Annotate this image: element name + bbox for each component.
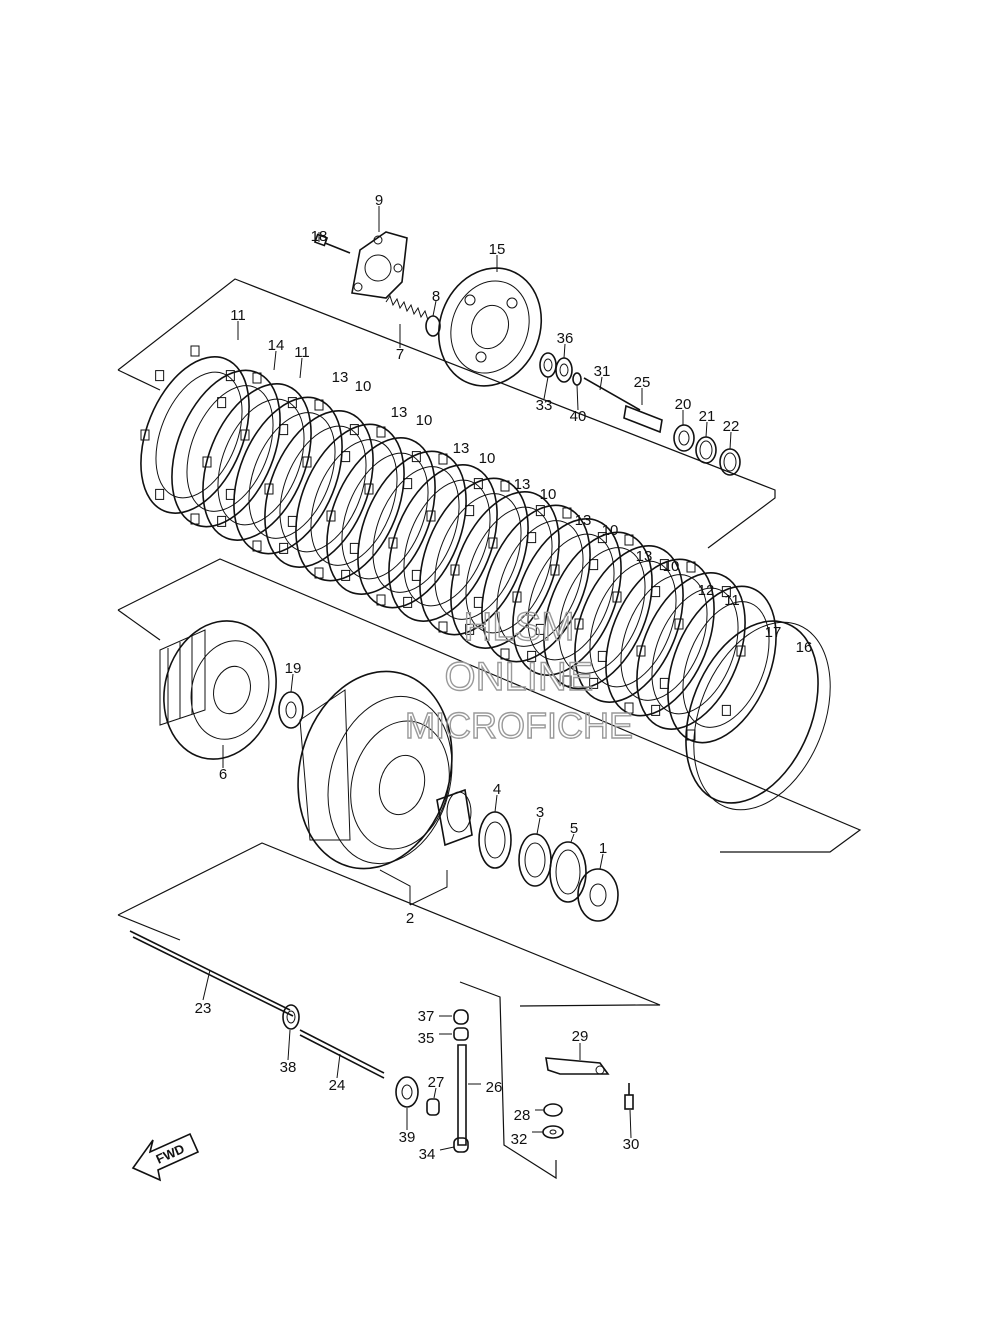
callout-22: 22 [723, 418, 740, 435]
leader-lines [202, 206, 732, 1151]
callout-7: 7 [396, 346, 404, 363]
callout-11: 11 [724, 592, 740, 609]
bearing-washers [539, 352, 582, 386]
callout-34: 34 [419, 1146, 436, 1163]
callout-13: 13 [391, 404, 408, 421]
callout-10: 10 [602, 522, 619, 539]
callout-32: 32 [511, 1131, 528, 1148]
callout-3: 3 [536, 804, 544, 821]
callout-10: 10 [540, 486, 557, 503]
release-group-frame [459, 981, 557, 1180]
release-lever [545, 1057, 610, 1075]
bolt-30 [624, 1083, 634, 1110]
callout-23: 23 [195, 1000, 212, 1017]
pressure-plate [437, 267, 543, 387]
lifter-plate [351, 231, 408, 299]
callout-39: 39 [399, 1129, 416, 1146]
push-rod-24 [299, 1029, 385, 1079]
callout-28: 28 [514, 1107, 531, 1124]
clutch-plate [667, 585, 777, 744]
callout-10: 10 [663, 558, 680, 575]
fwd-direction-arrow: FWD [131, 1132, 200, 1182]
callout-4: 4 [493, 781, 501, 798]
wire-ring-16 [685, 620, 819, 804]
callout-18: 18 [311, 228, 328, 245]
callout-13: 13 [332, 369, 349, 386]
callout-19: 19 [285, 660, 302, 677]
plate-stack-frame [117, 278, 776, 549]
callout-33: 33 [536, 397, 553, 414]
callout-10: 10 [479, 450, 496, 467]
callout-38: 38 [280, 1059, 297, 1076]
callout-13: 13 [636, 548, 653, 565]
callout-21: 21 [699, 408, 716, 425]
callout-10: 10 [416, 412, 433, 429]
callout-10: 10 [355, 378, 372, 395]
clutch-housing [297, 670, 453, 870]
callout-2: 2 [406, 910, 414, 927]
callout-13: 13 [575, 512, 592, 529]
washer-19 [278, 691, 304, 729]
watermark-line1: HLSM [463, 605, 574, 649]
push-rod-assembly [583, 377, 741, 476]
callout-14: 14 [268, 337, 285, 354]
spring-and-washer [542, 1103, 564, 1139]
callout-6: 6 [219, 766, 227, 783]
callout-20: 20 [675, 396, 692, 413]
callout-8: 8 [432, 288, 440, 305]
callout-16: 16 [796, 639, 813, 656]
callout-26: 26 [486, 1079, 503, 1096]
watermark-line2: ONLINE [445, 655, 594, 699]
pin-27 [426, 1098, 440, 1116]
callout-11: 11 [230, 307, 246, 324]
spring-seat-17 [693, 621, 831, 811]
bolt-18 [313, 233, 351, 254]
callout-9: 9 [375, 192, 383, 209]
callout-31: 31 [594, 363, 611, 380]
callout-5: 5 [570, 820, 578, 837]
callout-17: 17 [765, 624, 782, 641]
push-rod-23 [129, 930, 300, 1030]
callout-27: 27 [428, 1074, 445, 1091]
housing-group-frame [117, 558, 862, 853]
clutch-plate [140, 345, 250, 525]
callout-15: 15 [489, 241, 506, 258]
clutch-plate [264, 399, 374, 579]
washer-8 [425, 315, 441, 337]
callout-36: 36 [557, 330, 574, 347]
callout-1: 1 [599, 840, 607, 857]
release-shaft [453, 1009, 469, 1153]
callout-12: 12 [698, 582, 715, 599]
oil-seal-39 [395, 1076, 419, 1108]
callout-13: 13 [514, 476, 531, 493]
callout-40: 40 [570, 408, 587, 425]
callout-11: 11 [294, 344, 310, 361]
callout-25: 25 [634, 374, 651, 391]
callout-35: 35 [418, 1030, 435, 1047]
callout-30: 30 [623, 1136, 640, 1153]
watermark-line3: MICROFICHE [405, 705, 633, 746]
callout-13: 13 [453, 440, 470, 457]
watermark: HLSM ONLINE MICROFICHE [404, 604, 633, 746]
shaft-group-frame [117, 842, 661, 1007]
needle-bearing-parts [436, 788, 619, 922]
clutch-hub [159, 620, 277, 760]
callout-24: 24 [329, 1077, 346, 1094]
clutch-plate-stack [140, 345, 831, 811]
clutch-spring [385, 294, 429, 321]
fwd-label: FWD [154, 1141, 187, 1167]
callout-37: 37 [418, 1008, 435, 1025]
callout-29: 29 [572, 1028, 589, 1045]
